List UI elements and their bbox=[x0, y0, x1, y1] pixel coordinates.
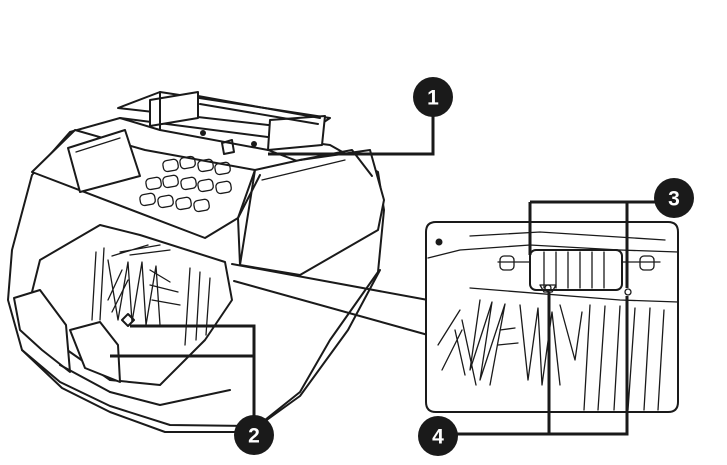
callout-number-1: 1 bbox=[427, 87, 439, 110]
callout-badge-2: 2 bbox=[234, 415, 274, 455]
callout-number-3: 3 bbox=[668, 188, 680, 211]
bill-counter-machine bbox=[7, 91, 385, 433]
leader-line-2a bbox=[130, 324, 256, 420]
callout-number-4: 4 bbox=[432, 426, 444, 449]
keypad bbox=[139, 155, 232, 213]
zoom-line-bottom bbox=[233, 280, 429, 336]
leader-line-1 bbox=[268, 115, 435, 156]
callout-badge-3: 3 bbox=[654, 178, 694, 218]
zoom-line-top bbox=[231, 263, 429, 301]
callout-number-2: 2 bbox=[248, 425, 260, 448]
leader-line-4 bbox=[456, 292, 629, 436]
leader-line-3 bbox=[528, 200, 657, 288]
callout-badge-1: 1 bbox=[413, 77, 453, 117]
callout-badge-4: 4 bbox=[418, 416, 458, 456]
detail-inset bbox=[425, 221, 679, 413]
